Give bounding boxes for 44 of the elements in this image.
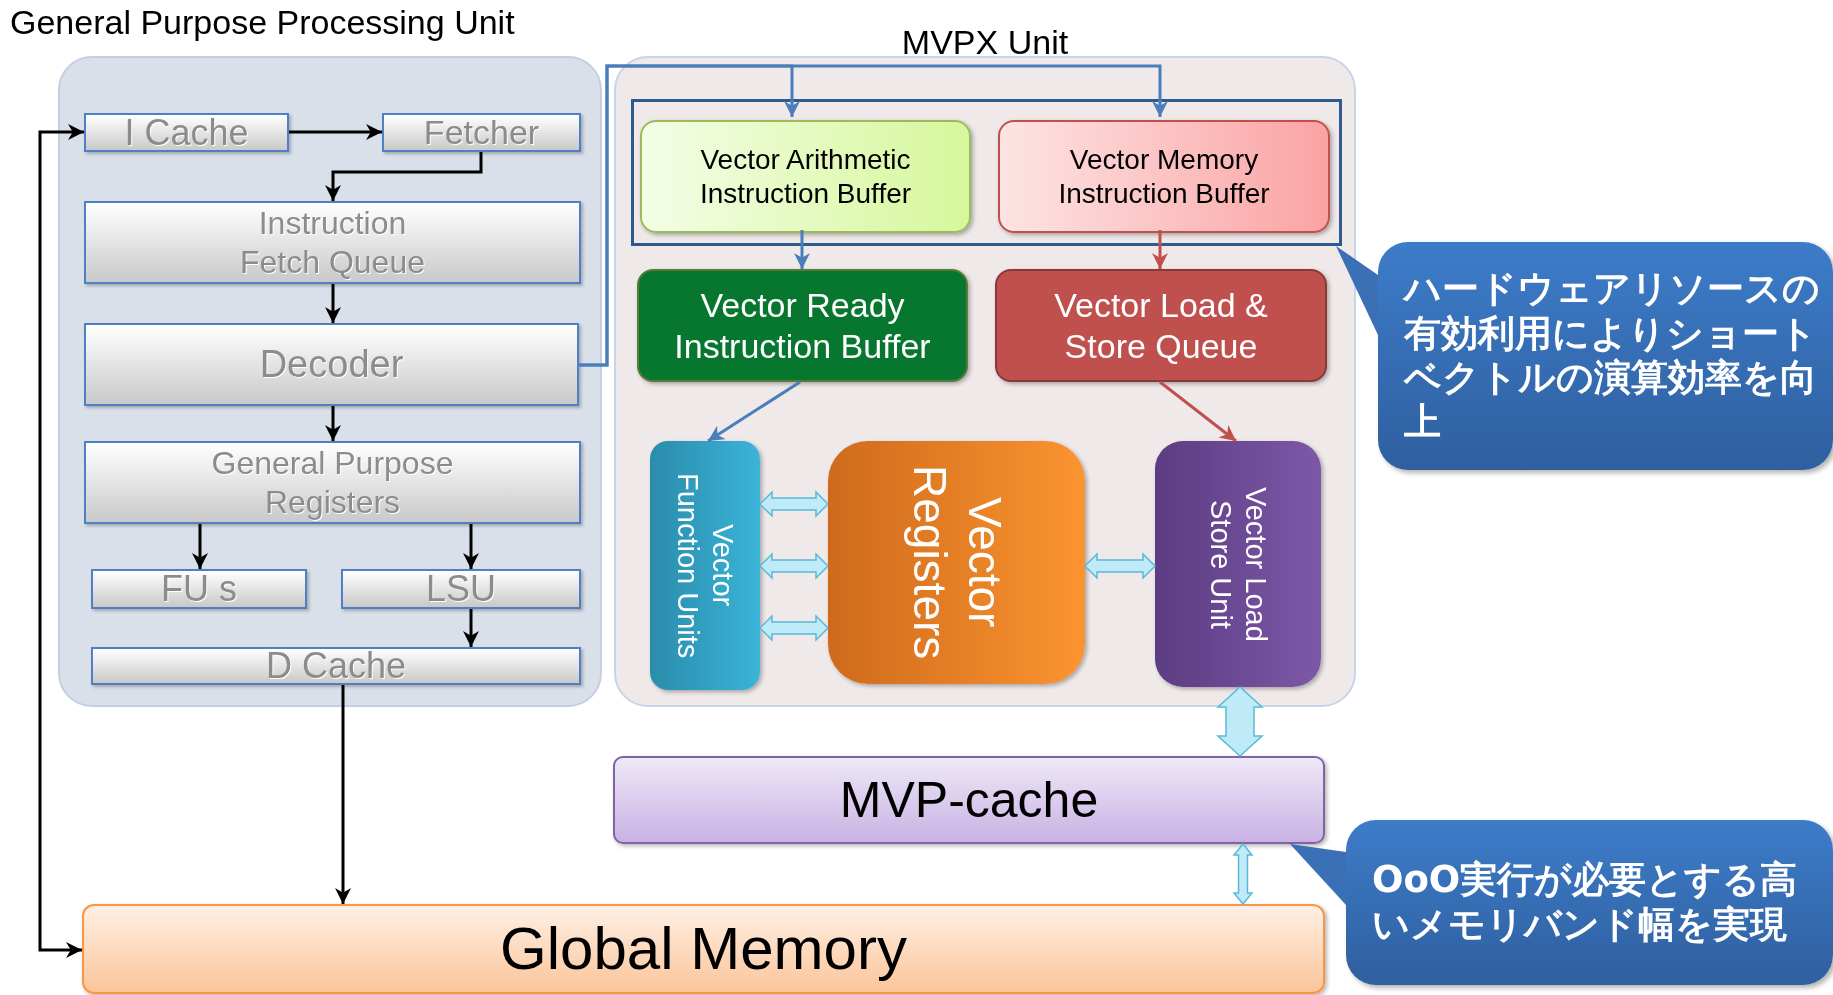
double-arrow: [1083, 552, 1157, 580]
buffer-box: Vector Arithmetic Instruction Buffer: [640, 120, 971, 233]
arrow: [335, 685, 351, 904]
arrow: [463, 524, 479, 569]
cache-box: D Cache: [91, 647, 581, 685]
queue-box: Instruction Fetch Queue: [84, 201, 581, 284]
buffer-box: Vector Ready Instruction Buffer: [637, 269, 968, 382]
double-arrow: [758, 614, 830, 642]
unit-box: FU s: [91, 569, 307, 609]
callout-bubble: OoO実行が必要とする高いメモリバンド幅を実現: [1346, 820, 1833, 985]
double-arrow: [758, 552, 830, 580]
arrow: [794, 230, 810, 269]
arrow: [38, 124, 84, 958]
arrow: [707, 380, 801, 443]
arrow: [579, 64, 1168, 367]
arrow: [325, 152, 483, 201]
callout-bubble: ハードウェアリソースの有効利用によりショートベクトルの演算効率を向上: [1378, 242, 1833, 470]
panel-title: General Purpose Processing Unit: [10, 2, 515, 43]
process-box: Fetcher: [382, 113, 581, 152]
process-box: Decoder: [84, 323, 579, 406]
unit-box: Vector Function Units: [650, 441, 760, 690]
memory-box: Global Memory: [82, 904, 1325, 994]
arrow: [325, 406, 341, 441]
callout-tail: [1336, 246, 1378, 335]
arrow: [463, 609, 479, 647]
unit-box: LSU: [341, 569, 581, 609]
arrow: [289, 124, 382, 140]
register-box: General Purpose Registers: [84, 441, 581, 524]
queue-box: Vector Load & Store Queue: [995, 269, 1327, 382]
callout-tail: [1290, 844, 1346, 905]
unit-box: Vector Load Store Unit: [1155, 441, 1321, 687]
double-arrow: [1216, 686, 1264, 757]
arrow: [192, 524, 208, 569]
register-box: Vector Registers: [828, 441, 1085, 684]
double-arrow: [758, 490, 830, 518]
arrow: [1159, 380, 1237, 443]
cache-box: I Cache: [84, 113, 289, 152]
arrow: [325, 284, 341, 323]
double-arrow: [1232, 842, 1254, 906]
panel-title: MVPX Unit: [901, 22, 1069, 63]
cache-box: MVP-cache: [613, 756, 1325, 844]
buffer-box: Vector Memory Instruction Buffer: [998, 120, 1330, 233]
frame-box: [631, 99, 1342, 246]
arrow: [1152, 230, 1168, 269]
